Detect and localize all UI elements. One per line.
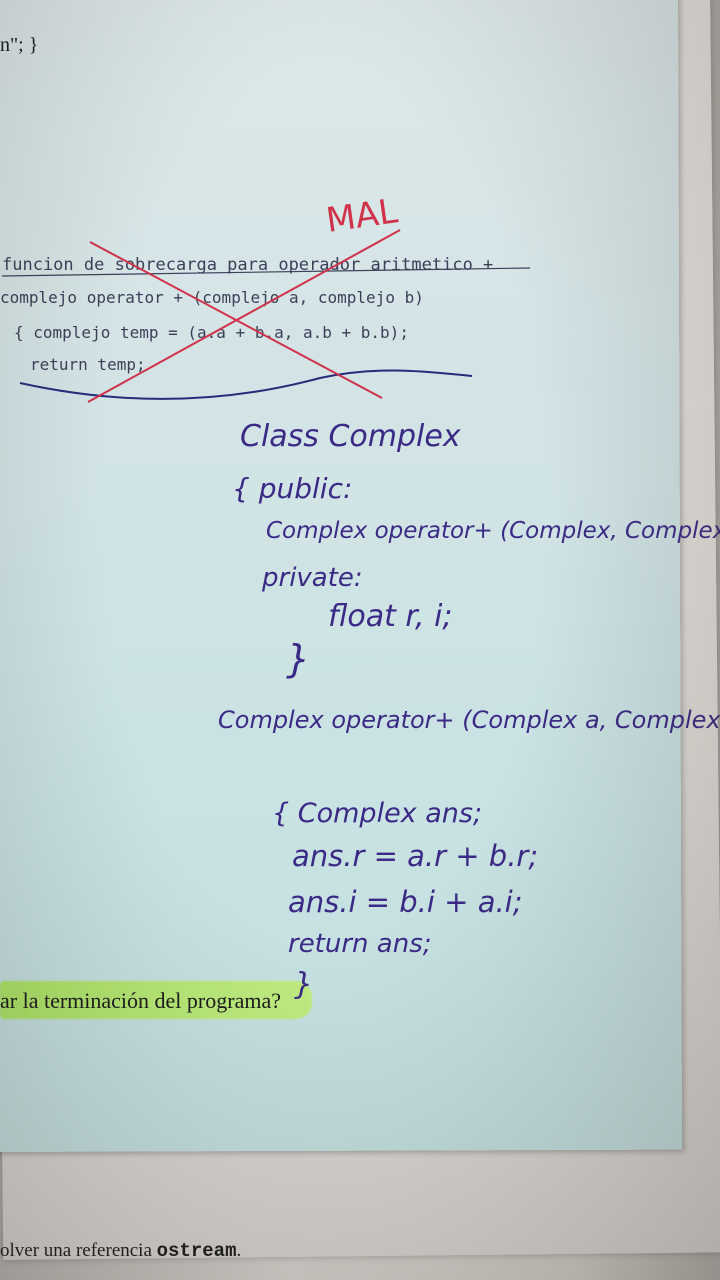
printed-highlight-line: ar la terminación del programa?: [0, 988, 281, 1013]
crossed-out-notes: funcion de sobrecarga para operador arit…: [0, 191, 531, 403]
code-line-3: Complex operator+ (Complex, Complex);: [266, 518, 720, 544]
code-line-2: { public:: [232, 472, 352, 505]
notes-divider-line: [19, 369, 473, 400]
highlighter-mark: [0, 981, 312, 1019]
printed-bottom-line: olver una referencia ostream.: [0, 1240, 241, 1262]
notes-line-2: { complejo temp = (a.a + b.a, a.b + b.b)…: [14, 323, 409, 342]
code-line-11: return ans;: [288, 929, 432, 959]
notes-heading-underline: [1, 267, 531, 277]
code-line-7: Complex operator+ (Complex a, Complex b): [218, 706, 720, 734]
correction-mark-mal: MAL: [324, 191, 400, 241]
code-line-1: Class Complex: [240, 419, 461, 454]
notes-line-1: complejo operator + (complejo a, complej…: [0, 288, 424, 307]
code-line-8: { Complex ans;: [272, 798, 482, 829]
notes-line-3: return temp;: [30, 355, 146, 374]
handwritten-code: Class Complex { public: Complex operator…: [218, 419, 720, 1002]
printed-bottom-text: olver una referencia: [0, 1240, 157, 1261]
printed-top-fragment: n"; }: [0, 34, 39, 56]
printed-bottom-end: .: [236, 1240, 242, 1261]
printed-bottom-code: ostream: [156, 1240, 237, 1262]
code-line-12: }: [294, 967, 313, 1002]
code-line-10: ans.i = b.i + a.i;: [288, 885, 523, 919]
code-line-9: ans.r = a.r + b.r;: [292, 839, 538, 873]
code-line-6: }: [286, 637, 310, 681]
cross-out-stroke-2: [87, 229, 401, 403]
code-line-5: float r, i;: [328, 599, 453, 634]
code-line-4: private:: [261, 563, 363, 593]
